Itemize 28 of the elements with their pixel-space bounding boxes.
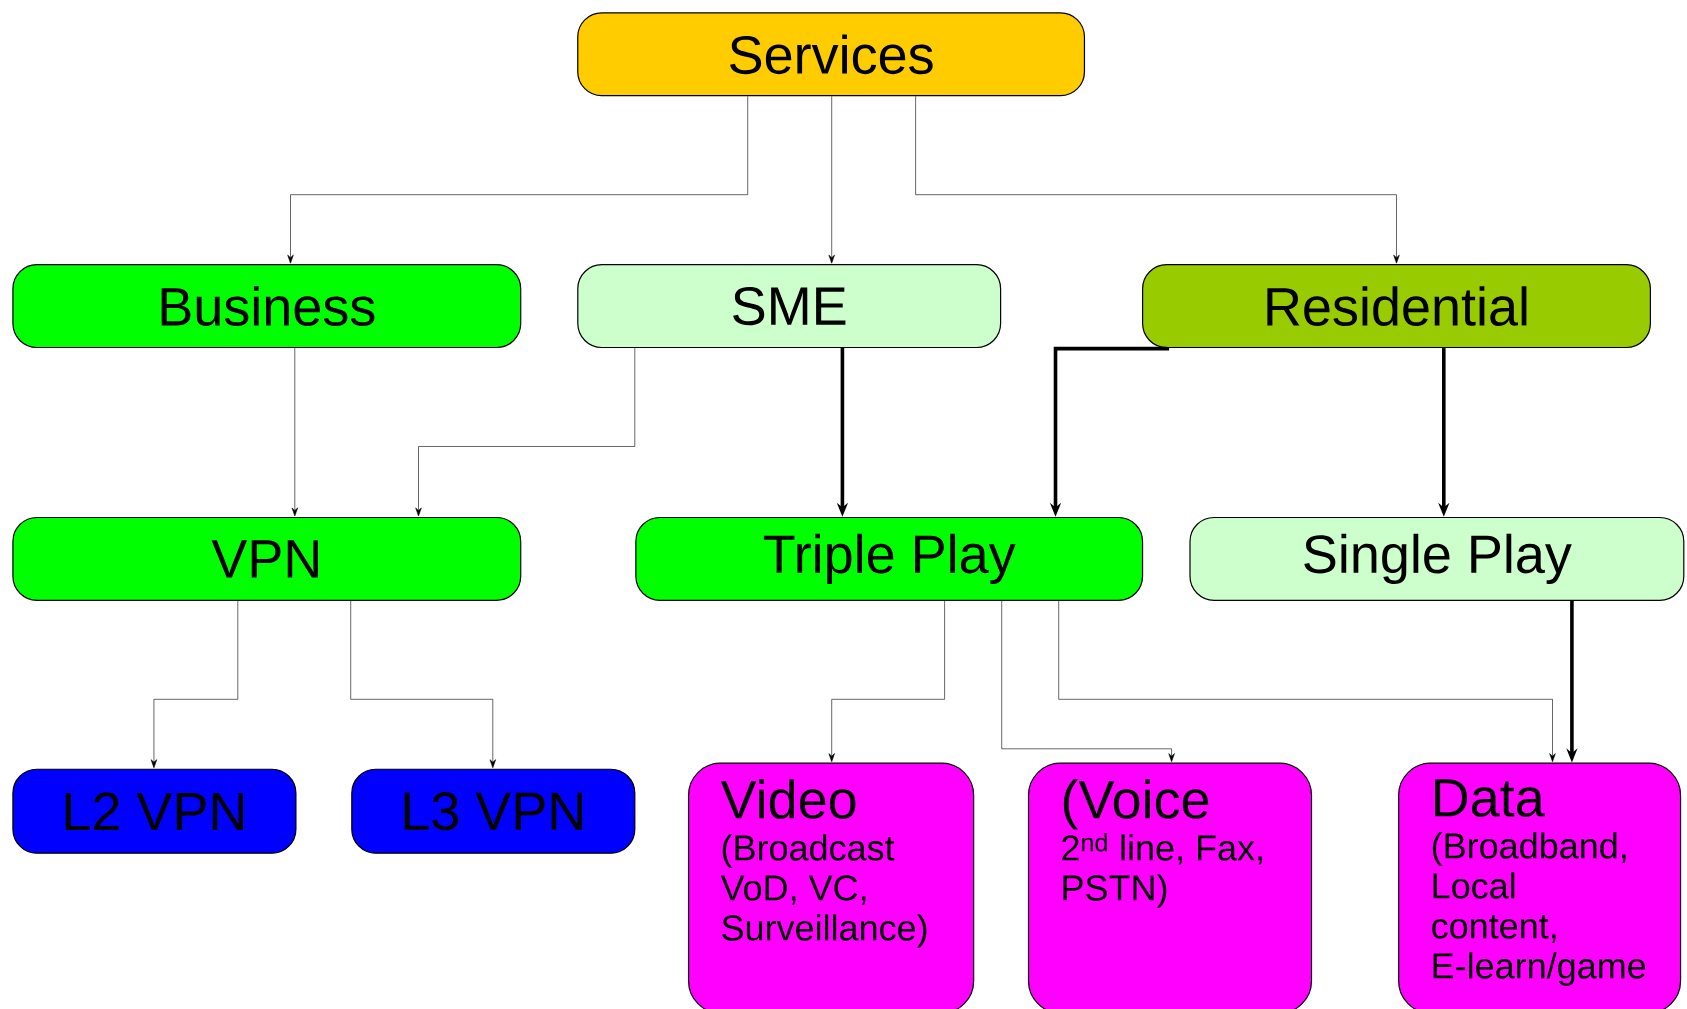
category-box: Business xyxy=(12,264,522,349)
category-box: L2 VPN xyxy=(12,768,297,854)
description: (Broadcast VoD, VC, Surveillance) xyxy=(720,834,927,948)
category-box: Triple Play xyxy=(635,516,1144,601)
description: (Broadband, Local content, E-learn/game xyxy=(1432,832,1646,986)
arrow xyxy=(415,347,636,517)
service-box xyxy=(687,762,975,1009)
description: 2$^{nd}$ line, Fax, PSTN) xyxy=(1062,833,1262,908)
arrow xyxy=(1001,600,1175,762)
arrow xyxy=(350,600,496,769)
arrow xyxy=(828,96,835,264)
category-box: Single Play xyxy=(1189,516,1685,601)
category-box: Residential xyxy=(1142,264,1651,349)
service-box xyxy=(1398,762,1682,1009)
service-box xyxy=(1027,762,1313,1009)
category-box: Services xyxy=(577,12,1086,97)
heading: Video xyxy=(720,779,856,819)
arrow xyxy=(291,347,298,517)
arrow xyxy=(287,96,748,264)
arrow xyxy=(915,96,1400,264)
category-box: L3 VPN xyxy=(351,768,636,854)
arrow xyxy=(828,600,945,762)
category-box: VPN xyxy=(12,516,522,601)
arrow xyxy=(150,600,239,769)
arrow xyxy=(1058,600,1556,762)
category-box: SME xyxy=(577,264,1002,349)
heading: (Voice xyxy=(1063,779,1209,830)
heading: Data xyxy=(1435,779,1545,817)
